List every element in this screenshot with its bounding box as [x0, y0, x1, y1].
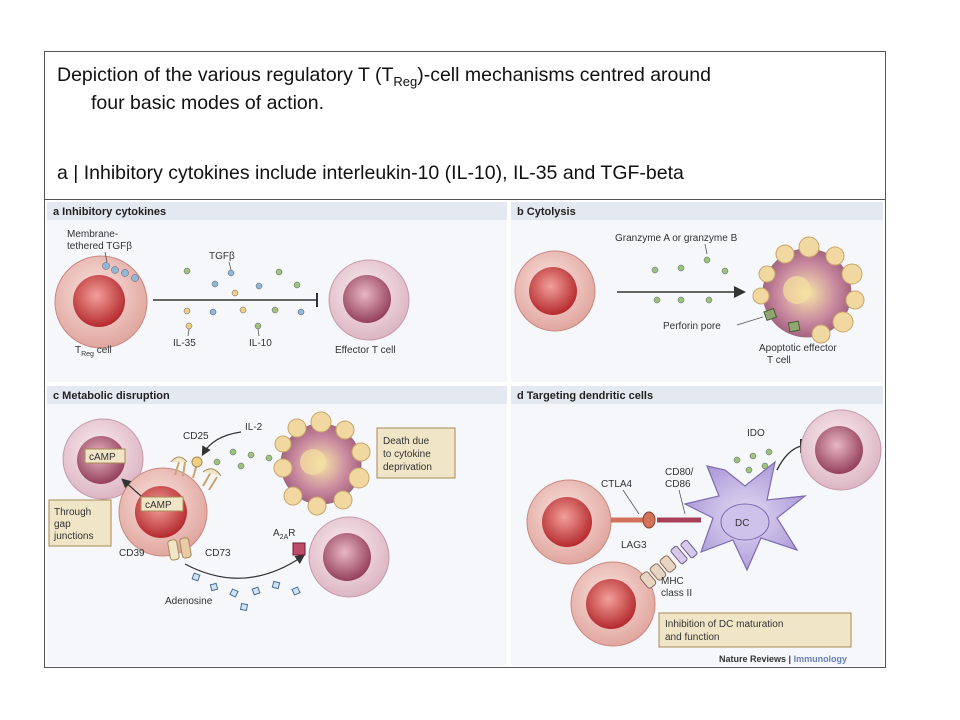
cd25-receptors [170, 456, 222, 491]
panel-b-header [511, 202, 883, 220]
gap-label-2: gap [54, 519, 71, 530]
granzyme-dots [651, 256, 729, 304]
treg-nucleus-d1 [542, 497, 592, 547]
il10-pointer [257, 328, 260, 337]
panel-c-title: c Metabolic disruption [53, 390, 170, 402]
lag3-mhc-interaction [639, 539, 698, 589]
panel-b-title: b Cytolysis [517, 206, 576, 218]
membrane-tgfb-label-1: Membrane- [67, 229, 118, 240]
panel-a-title: a Inhibitory cytokines [53, 206, 166, 218]
tgfb-pointer [228, 261, 232, 271]
gap-label-3: junctions [53, 531, 93, 542]
caption-box: Depiction of the various regulatory T (T… [44, 51, 886, 199]
inhibition-label-1: Inhibition of DC maturation [665, 619, 783, 630]
camp-transfer-arrow [121, 478, 142, 497]
ctla4-label: CTLA4 [601, 479, 633, 490]
dc-nucleus [720, 503, 770, 541]
apoptotic-effector-cell [752, 236, 865, 344]
treg-nucleus-d2 [586, 579, 636, 629]
granzyme-pointer [704, 243, 708, 255]
mhc-label-1: MHC [661, 576, 684, 587]
effector-nucleus-a [343, 275, 391, 323]
treg-nucleus-a [73, 275, 125, 327]
adenosine-arrow [184, 554, 305, 579]
a2a-receptor [292, 542, 306, 556]
inhibition-label-2: and function [665, 632, 720, 643]
il2-arrow [201, 431, 242, 457]
perforin-pore-label: Perforin pore [663, 321, 721, 332]
granzyme-label: Granzyme A or granzyme B [615, 233, 738, 244]
perforin-pore-1 [763, 307, 778, 322]
caption-line-2: four basic modes of action. [91, 92, 325, 114]
adenosine-squares [191, 572, 301, 612]
il10-label: IL-10 [249, 338, 272, 349]
death-label-2: to cytokine [383, 449, 431, 460]
treg-nucleus-c [135, 486, 187, 538]
lag3-label: LAG3 [621, 540, 647, 551]
ido-dots [733, 448, 773, 474]
death-label-1: Death due [383, 436, 430, 447]
ctla4-pointer [622, 489, 640, 515]
ido-label: IDO [747, 428, 765, 439]
cd39-cd73-enzymes [167, 537, 192, 561]
tgfb-label: TGFβ [209, 251, 235, 262]
cd25-label: CD25 [183, 431, 209, 442]
il35-pointer [187, 328, 190, 337]
camp-box-treg [140, 496, 184, 512]
death-note-box [376, 427, 456, 479]
il2-label: IL-2 [245, 422, 263, 433]
gap-label-1: Through [54, 507, 91, 518]
gap-junction-box [48, 499, 112, 547]
cd39-label: CD39 [119, 548, 145, 559]
panel-d-header [511, 386, 883, 404]
cd80-label: CD80/ [665, 467, 694, 478]
effector-nucleus-c2 [323, 533, 371, 581]
cd86-label: CD86 [665, 479, 691, 490]
journal-credit: Nature Reviews | Immunology [719, 654, 847, 664]
il35-label: IL-35 [173, 338, 196, 349]
cd73-label: CD73 [205, 548, 231, 559]
caption-line-3: a | Inhibitory cytokines include interle… [57, 162, 684, 184]
perforin-pore-2 [787, 320, 801, 333]
ido-inhibition-arc [776, 445, 802, 471]
inhibition-note-box [658, 612, 852, 648]
death-label-3: deprivation [383, 462, 432, 473]
figure-box: a Inhibitory cytokines Membrane- tethere… [44, 199, 886, 668]
a2ar-label: A2AR [273, 528, 295, 541]
cd80-pointer [678, 489, 686, 515]
apoptotic-label-2: T cell [767, 355, 791, 366]
treg-nucleus-b [529, 267, 577, 315]
membrane-tgfb-dots [102, 251, 139, 282]
adenosine-label: Adenosine [165, 596, 213, 607]
camp-box-effector [84, 448, 126, 464]
cytokine-deprived-cell [273, 411, 371, 516]
membrane-tgfb-label-2: tethered TGFβ [67, 241, 132, 252]
effector-t-cell-label: Effector T cell [335, 345, 396, 356]
caption-line-1: Depiction of the various regulatory T (T… [57, 64, 711, 89]
mhc-label-2: class II [661, 588, 692, 599]
effector-nucleus-d [815, 426, 863, 474]
panel-d-title: d Targeting dendritic cells [517, 390, 653, 402]
perforin-pointer [736, 316, 764, 326]
panel-a-header [47, 202, 507, 220]
camp-label-effector: cAMP [89, 452, 116, 463]
ctla4-cd80-interaction [611, 511, 701, 529]
regulatory-t-cell-figure: a Inhibitory cytokines Membrane- tethere… [47, 202, 883, 666]
camp-label-treg: cAMP [145, 500, 172, 511]
apoptotic-label-1: Apoptotic effector [759, 343, 837, 354]
panel-c-header [47, 386, 507, 404]
il2-dots [213, 448, 273, 470]
dc-label: DC [735, 518, 749, 529]
treg-cell-label: TReg cell [75, 345, 112, 358]
